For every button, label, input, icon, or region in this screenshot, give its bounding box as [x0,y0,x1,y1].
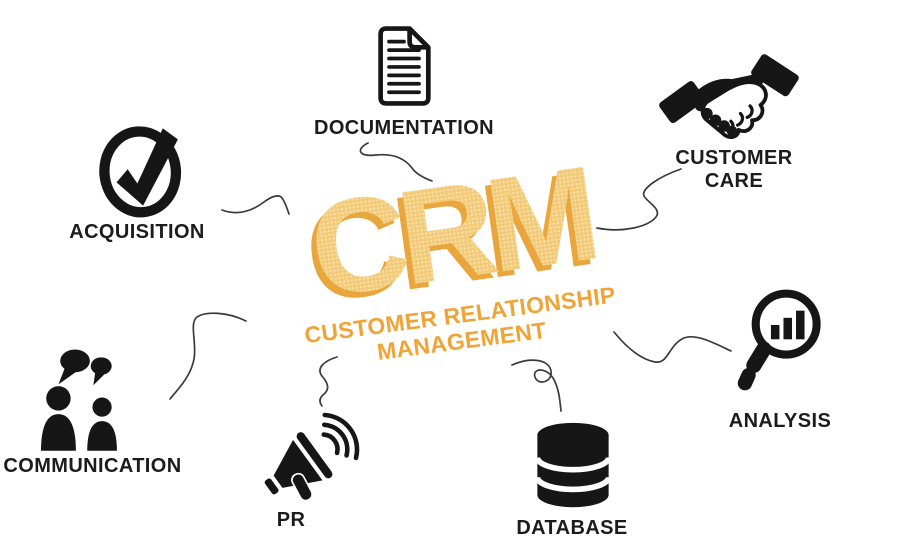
connector-customer-care [596,168,682,231]
connector-communication [169,312,247,400]
megaphone-icon [258,412,360,510]
pr-label: PR [276,509,306,531]
check-circle-icon [88,112,191,228]
communication-label: COMMUNICATION [3,455,182,477]
customer-care-label: CUSTOMER CARE [675,147,793,192]
magnifier-bar-chart-icon [736,286,822,398]
documentation-label: DOCUMENTATION [314,117,494,139]
acquisition-label: ACQUISITION [69,221,205,243]
analysis-label: ANALYSIS [728,410,832,432]
document-icon [375,25,433,107]
connector-acquisition [221,195,290,215]
connector-documentation [359,142,433,182]
connector-pr [319,356,338,407]
database-cylinder-icon [528,418,618,512]
database-label: DATABASE [516,517,628,539]
connector-database [511,359,562,412]
people-speech-bubbles-icon [34,346,130,456]
connector-analysis [613,331,732,363]
handshake-icon [659,54,799,150]
